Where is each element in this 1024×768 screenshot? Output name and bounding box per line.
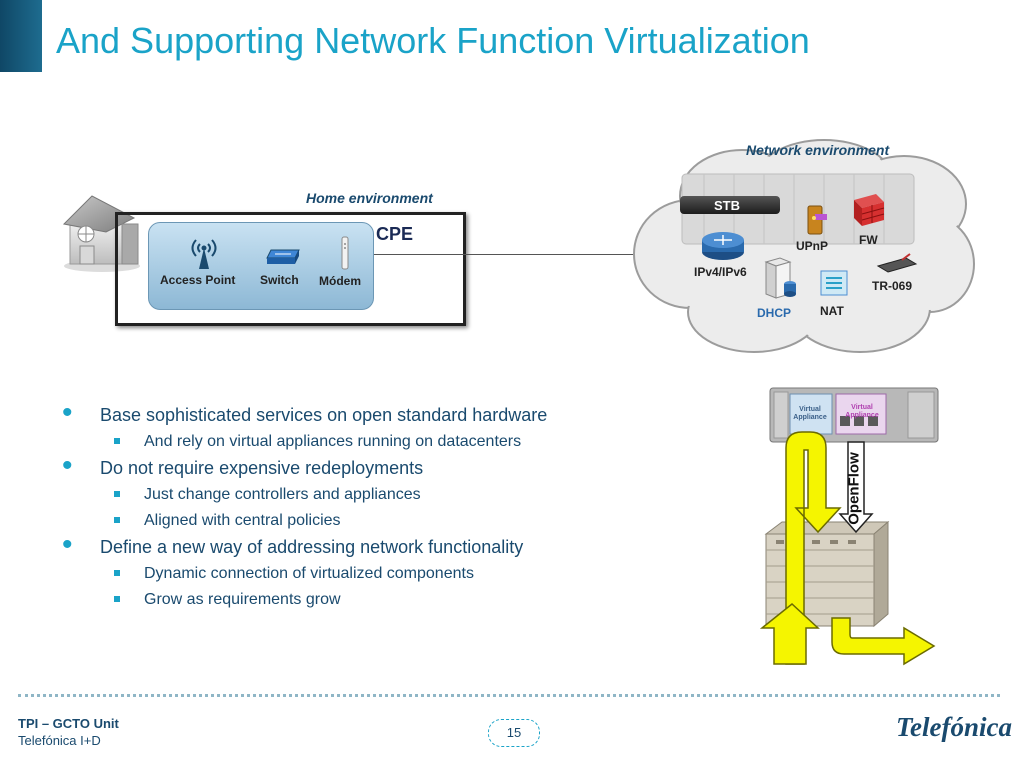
- footer-divider: [18, 694, 1000, 697]
- openflow-control-arrow-icon: [838, 441, 874, 534]
- bullet-list: •Base sophisticated services on open sta…: [62, 396, 642, 615]
- upnp-label: UPnP: [796, 239, 829, 253]
- fw-label: FW: [859, 233, 878, 247]
- bullet-item: •Do not require expensive redeployments: [62, 449, 424, 482]
- stb-device: [680, 196, 780, 214]
- stb-label: STB: [714, 198, 740, 213]
- modem-label: Módem: [319, 274, 361, 288]
- tr069-device-icon: [876, 253, 918, 273]
- tr069-label: TR-069: [872, 279, 913, 293]
- cpe-label: CPE: [376, 224, 414, 244]
- modem-icon: [341, 236, 349, 270]
- page-number: 15: [488, 719, 540, 747]
- sub-bullet-item: Aligned with central policies: [62, 510, 642, 532]
- bullet-dot-icon: •: [62, 528, 73, 561]
- dhcp-server-icon: [764, 257, 796, 299]
- title-accent-bar: [0, 0, 42, 72]
- home-environment-label: Home environment: [306, 190, 433, 206]
- bullet-dot-icon: •: [62, 449, 73, 482]
- yellow-arrow-right-icon: [831, 617, 936, 666]
- server-rack-icon: [769, 387, 939, 443]
- telefonica-logo: Telefónica: [896, 712, 1012, 742]
- dhcp-label: DHCP: [757, 306, 792, 320]
- network-environment-label: Network environment: [746, 142, 890, 158]
- footer-organization: Telefónica I+D: [18, 733, 101, 748]
- sub-bullet-item: Grow as requirements grow: [62, 589, 642, 611]
- access-point-label: Access Point: [160, 273, 236, 287]
- home-environment-frame: [115, 212, 466, 326]
- house-icon: [62, 195, 140, 272]
- square-bullet-icon: [114, 517, 120, 523]
- square-bullet-icon: [114, 570, 120, 576]
- access-point-icon: [191, 239, 217, 269]
- sub-bullet-item: Just change controllers and appliances: [62, 484, 642, 506]
- bullet-item: •Base sophisticated services on open sta…: [62, 396, 548, 429]
- slide-title: And Supporting Network Function Virtuali…: [56, 20, 810, 61]
- virtual-appliance-label-1: Virtual Appliance: [793, 406, 827, 421]
- network-cloud-shape: [633, 139, 975, 353]
- square-bullet-icon: [114, 596, 120, 602]
- ipv4-ipv6-label: IPv4/IPv6: [694, 265, 747, 279]
- nat-icon: [820, 270, 848, 296]
- bullet-dot-icon: •: [62, 396, 73, 429]
- bullet-item: •Define a new way of addressing network …: [62, 528, 524, 561]
- switch-icon: [266, 249, 300, 264]
- upnp-icon: [807, 205, 827, 235]
- footer-unit: TPI – GCTO Unit: [18, 716, 119, 731]
- openflow-arrows: [759, 431, 936, 666]
- openflow-label: OpenFlow: [845, 452, 863, 525]
- sub-bullet-item: And rely on virtual appliances running o…: [62, 431, 642, 453]
- router-icon: [702, 232, 744, 260]
- firewall-icon: [854, 194, 885, 226]
- yellow-arrow-up-down-icon: [785, 431, 842, 665]
- yellow-arrow-up-icon: [759, 603, 820, 665]
- cpe-box: [148, 222, 374, 310]
- cpe-network-link: [374, 254, 636, 255]
- sub-bullet-item: Dynamic connection of virtualized compon…: [62, 563, 642, 585]
- nat-label: NAT: [820, 304, 844, 318]
- switch-label: Switch: [260, 273, 299, 287]
- square-bullet-icon: [114, 438, 120, 444]
- virtual-appliance-label-2: Virtual Appliance: [845, 404, 879, 419]
- square-bullet-icon: [114, 491, 120, 497]
